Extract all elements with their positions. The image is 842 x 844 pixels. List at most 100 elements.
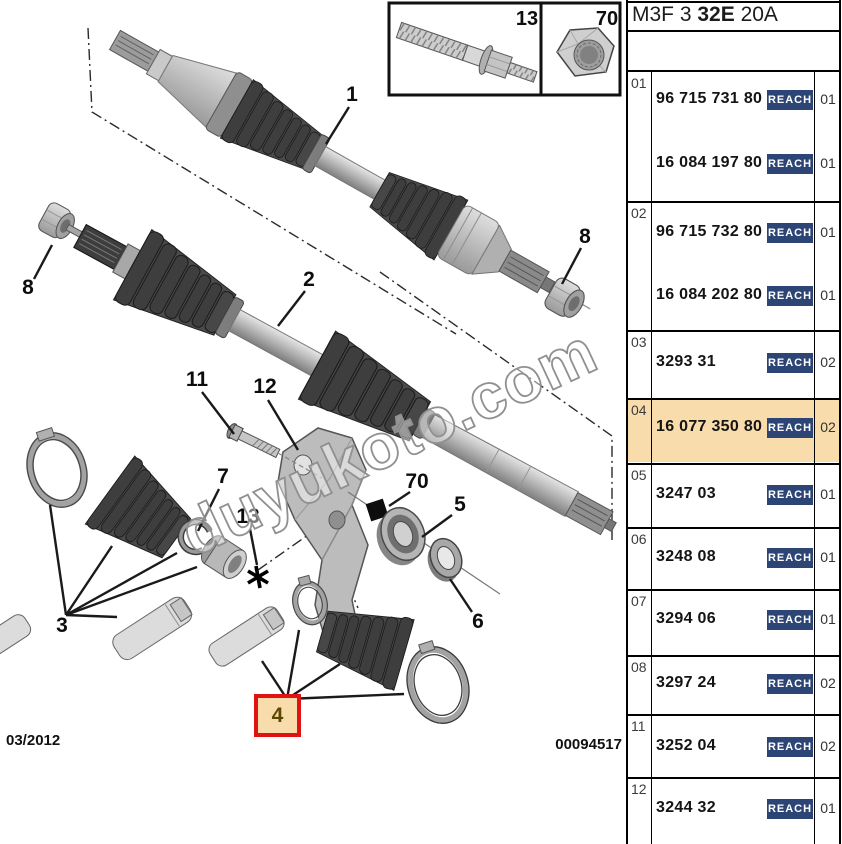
reach-badge[interactable]: REACH — [767, 90, 813, 110]
part-qty: 02 — [820, 738, 836, 754]
nut-illustration — [556, 27, 615, 77]
reach-badge[interactable]: REACH — [767, 485, 813, 505]
callout-3[interactable]: 3 — [56, 614, 68, 637]
callout-8-left[interactable]: 8 — [22, 276, 34, 299]
grease-sachet-right — [208, 606, 285, 667]
drive-shaft-1 — [108, 29, 591, 310]
callout-8-right[interactable]: 8 — [579, 225, 591, 248]
part-number: 3248 08 — [656, 548, 716, 565]
part-entry[interactable]: 3247 03 REACH — [624, 484, 842, 506]
document-number: 00094517 — [555, 736, 622, 753]
callout-labels: 1 2 3 5 6 7 8 8 11 12 13 70 — [22, 83, 591, 637]
part-qty: 01 — [820, 224, 836, 240]
row-item-number: 01 — [631, 75, 647, 91]
part-qty: 01 — [820, 486, 836, 502]
part-qty: 02 — [820, 675, 836, 691]
row-item-number: 02 — [631, 205, 647, 221]
reach-badge[interactable]: REACH — [767, 353, 813, 373]
part-number: 16 084 197 80 — [656, 154, 763, 171]
title-suffix: 20A — [740, 3, 778, 26]
table-gridline — [626, 1, 841, 3]
table-gridline — [626, 714, 841, 716]
table-left-border — [626, 0, 628, 844]
boot-clamp-small — [292, 574, 328, 626]
callout-70[interactable]: 70 — [405, 470, 428, 493]
table-gridline — [626, 330, 841, 332]
title-code: 32E — [697, 3, 735, 26]
part-number: 3293 31 — [656, 353, 716, 370]
part-entry[interactable]: 16 084 197 80 REACH — [624, 153, 842, 175]
row-item-number: 11 — [631, 718, 646, 734]
table-gridline — [626, 70, 841, 72]
reach-badge[interactable]: REACH — [767, 737, 813, 757]
part-number: 3252 04 — [656, 737, 716, 754]
reach-badge[interactable]: REACH — [767, 674, 813, 694]
part-number: 3247 03 — [656, 485, 716, 502]
table-gridline — [626, 655, 841, 657]
reach-badge[interactable]: REACH — [767, 418, 813, 438]
table-column-divider — [651, 70, 652, 844]
table-gridline — [626, 463, 841, 465]
reach-badge[interactable]: REACH — [767, 610, 813, 630]
reach-badge[interactable]: REACH — [767, 286, 813, 306]
row-item-number: 06 — [631, 531, 647, 547]
title-prefix: M3F 3 — [632, 3, 692, 26]
part-number: 16 077 350 80 — [656, 418, 763, 435]
callout-12[interactable]: 12 — [253, 375, 276, 398]
bracket-bolt — [226, 423, 281, 459]
circlip — [177, 518, 213, 556]
part-entry[interactable]: 3297 24 REACH — [624, 673, 842, 695]
boot-sleeve-ring — [200, 535, 247, 579]
part-qty: 01 — [820, 800, 836, 816]
grease-sachet-left — [112, 596, 193, 661]
part-number: 16 084 202 80 — [656, 286, 763, 303]
rubber-block-70 — [365, 498, 389, 522]
boot-clamp-large-right — [406, 640, 470, 724]
part-entry-highlighted[interactable]: 16 077 350 80 REACH — [624, 417, 842, 439]
highlighted-callout-4[interactable]: 4 — [254, 694, 301, 737]
table-gridline — [626, 201, 841, 203]
row-item-number: 05 — [631, 467, 647, 483]
part-qty: 01 — [820, 155, 836, 171]
row-item-number: 03 — [631, 334, 647, 350]
inset-box: 13 70 — [387, 1, 622, 97]
reach-badge[interactable]: REACH — [767, 223, 813, 243]
reach-badge[interactable]: REACH — [767, 154, 813, 174]
intermediate-bearing — [376, 507, 426, 566]
stud-bolt-illustration — [395, 21, 538, 83]
part-qty: 02 — [820, 354, 836, 370]
callout-11[interactable]: 11 — [186, 368, 209, 391]
revision-date: 03/2012 — [6, 732, 61, 749]
table-gridline — [626, 777, 841, 779]
callout-2[interactable]: 2 — [303, 268, 315, 291]
part-entry[interactable]: 3293 31 REACH — [624, 352, 842, 374]
reach-badge[interactable]: REACH — [767, 799, 813, 819]
callout-4-label: 4 — [271, 703, 284, 727]
table-gridline — [626, 398, 841, 400]
inset-callout-70[interactable]: 70 — [596, 8, 618, 30]
table-right-border — [839, 0, 841, 844]
part-entry[interactable]: 3244 32 REACH — [624, 798, 842, 820]
part-qty: 02 — [820, 419, 836, 435]
part-entry[interactable]: 96 715 732 80 REACH — [624, 222, 842, 244]
inset-callout-13[interactable]: 13 — [516, 8, 538, 30]
callout-5[interactable]: 5 — [454, 493, 466, 516]
part-entry[interactable]: 16 084 202 80 REACH — [624, 285, 842, 307]
part-qty: 01 — [820, 91, 836, 107]
callout-7[interactable]: 7 — [217, 465, 229, 488]
part-number: 3244 32 — [656, 799, 716, 816]
callout-1[interactable]: 1 — [346, 83, 358, 106]
reach-badge[interactable]: REACH — [767, 548, 813, 568]
grease-point-mark — [247, 565, 269, 589]
part-entry[interactable]: 3294 06 REACH — [624, 609, 842, 631]
part-number: 96 715 732 80 — [656, 223, 763, 240]
part-entry[interactable]: 96 715 731 80 REACH — [624, 89, 842, 111]
table-column-divider — [814, 70, 815, 844]
callout-6[interactable]: 6 — [472, 610, 484, 633]
part-entry[interactable]: 3248 08 REACH — [624, 547, 842, 569]
part-entry[interactable]: 3252 04 REACH — [624, 736, 842, 758]
drive-shaft-2 — [73, 223, 617, 536]
boot-clamp-large-left — [26, 426, 88, 508]
callout-13[interactable]: 13 — [236, 505, 259, 528]
table-gridline — [626, 30, 841, 32]
